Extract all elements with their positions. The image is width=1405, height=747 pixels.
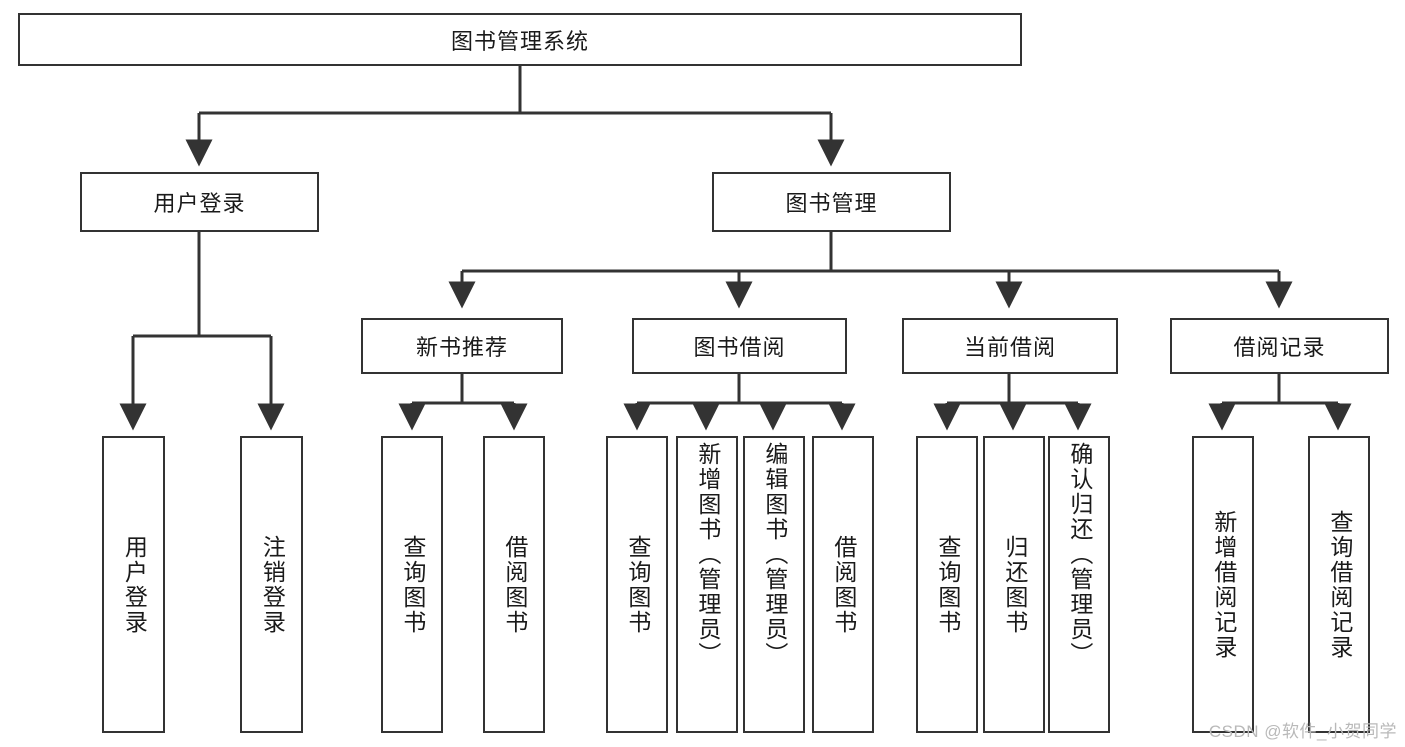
node-user-login-label: 用户登录 <box>153 191 246 216</box>
node-user-login[interactable]: 用户登录 <box>80 172 319 232</box>
leaf-user-login-2[interactable]: 注销登录 <box>240 436 303 733</box>
node-book-borrow-label: 图书借阅 <box>693 335 786 360</box>
leaf-current-borrow-1-label: 查询图书 <box>934 534 961 635</box>
leaf-book-borrow-1[interactable]: 查询图书 <box>606 436 668 733</box>
leaf-book-borrow-3[interactable]: 编辑图书（管理员） <box>743 436 805 733</box>
leaf-user-login-1[interactable]: 用户登录 <box>102 436 165 733</box>
leaf-current-borrow-1[interactable]: 查询图书 <box>916 436 978 733</box>
leaf-current-borrow-3-label: 确认归还（管理员） <box>1066 442 1093 667</box>
leaf-current-borrow-3[interactable]: 确认归还（管理员） <box>1048 436 1110 733</box>
node-book-borrow[interactable]: 图书借阅 <box>632 318 847 374</box>
watermark: CSDN @软件_小贺同学 <box>1208 722 1397 741</box>
leaf-new-book-rec-1-label: 查询图书 <box>399 534 426 635</box>
leaf-current-borrow-2[interactable]: 归还图书 <box>983 436 1045 733</box>
leaf-user-login-2-label: 注销登录 <box>259 534 286 635</box>
leaf-book-borrow-1-label: 查询图书 <box>624 534 651 635</box>
node-new-book-rec-label: 新书推荐 <box>415 335 508 360</box>
leaf-new-book-rec-2[interactable]: 借阅图书 <box>483 436 545 733</box>
node-book-manage-label: 图书管理 <box>785 191 878 216</box>
node-current-borrow-label: 当前借阅 <box>963 335 1056 360</box>
node-borrow-record[interactable]: 借阅记录 <box>1170 318 1389 374</box>
node-root-label: 图书管理系统 <box>450 28 589 54</box>
leaf-book-borrow-4-label: 借阅图书 <box>830 534 857 635</box>
leaf-borrow-record-2[interactable]: 查询借阅记录 <box>1308 436 1370 733</box>
leaf-user-login-1-label: 用户登录 <box>121 534 148 635</box>
node-book-manage[interactable]: 图书管理 <box>712 172 951 232</box>
leaf-book-borrow-4[interactable]: 借阅图书 <box>812 436 874 733</box>
leaf-current-borrow-2-label: 归还图书 <box>1001 534 1028 635</box>
leaf-borrow-record-2-label: 查询借阅记录 <box>1326 509 1353 660</box>
leaf-new-book-rec-1[interactable]: 查询图书 <box>381 436 443 733</box>
node-new-book-rec[interactable]: 新书推荐 <box>361 318 563 374</box>
node-borrow-record-label: 借阅记录 <box>1233 335 1326 360</box>
leaf-book-borrow-2-label: 新增图书（管理员） <box>694 442 721 667</box>
leaf-new-book-rec-2-label: 借阅图书 <box>501 534 528 635</box>
leaf-borrow-record-1[interactable]: 新增借阅记录 <box>1192 436 1254 733</box>
leaf-book-borrow-3-label: 编辑图书（管理员） <box>761 442 788 667</box>
node-root[interactable]: 图书管理系统 <box>18 13 1022 66</box>
leaf-borrow-record-1-label: 新增借阅记录 <box>1210 509 1237 660</box>
node-current-borrow[interactable]: 当前借阅 <box>902 318 1118 374</box>
leaf-book-borrow-2[interactable]: 新增图书（管理员） <box>676 436 738 733</box>
